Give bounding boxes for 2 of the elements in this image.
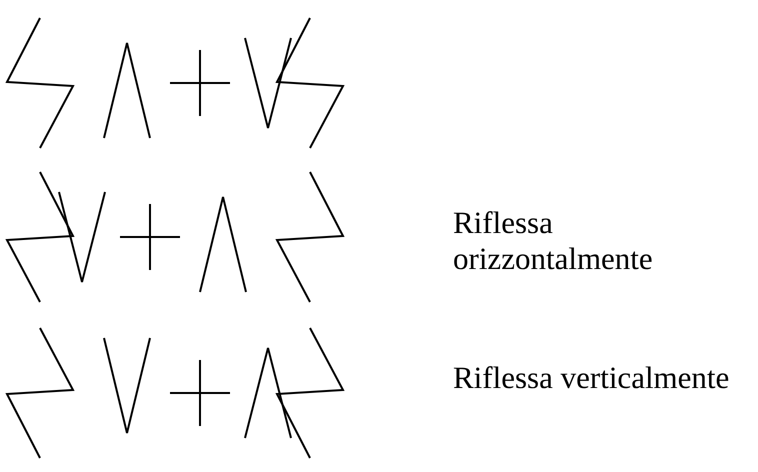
caption-text: Riflessa verticalmente	[453, 360, 730, 396]
caption-text: Riflessa orizzontalmente	[453, 205, 654, 277]
